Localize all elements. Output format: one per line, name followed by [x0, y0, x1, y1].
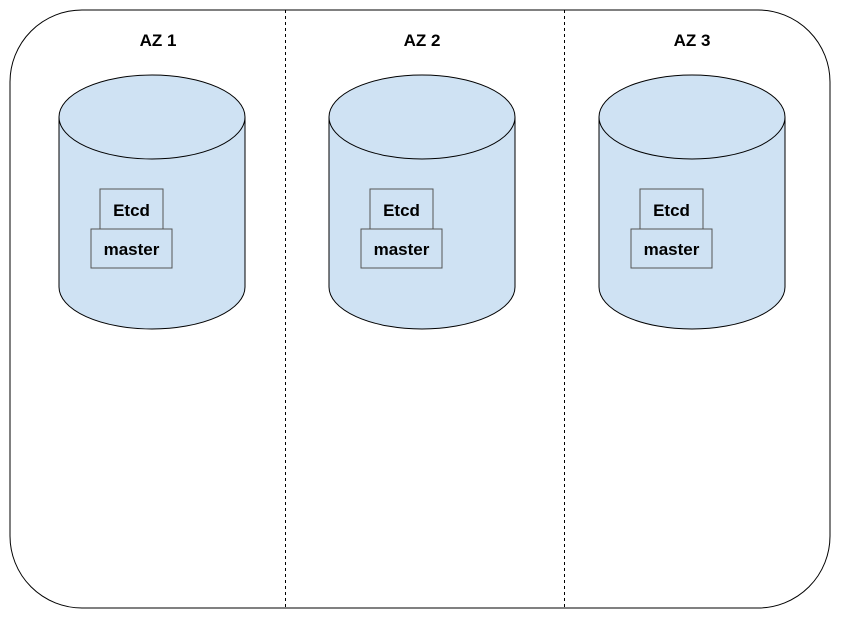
cylinder — [598, 74, 786, 330]
master-label: master — [104, 240, 160, 259]
master-label: master — [644, 240, 700, 259]
master-box: master — [630, 228, 713, 269]
master-label: master — [374, 240, 430, 259]
zone-title: AZ 3 — [674, 31, 711, 50]
zone-title: AZ 1 — [140, 31, 177, 50]
master-box: master — [90, 228, 173, 269]
etcd-box: Etcd — [99, 188, 164, 231]
etcd-box: Etcd — [639, 188, 704, 231]
zone-az1: AZ 1 Etcd master — [58, 31, 246, 330]
etcd-label: Etcd — [113, 201, 150, 220]
etcd-label: Etcd — [653, 201, 690, 220]
etcd-box: Etcd — [369, 188, 434, 231]
zone-az3: AZ 3 Etcd master — [598, 31, 786, 330]
zone-az2: AZ 2 Etcd master — [328, 31, 516, 330]
zone-title: AZ 2 — [404, 31, 441, 50]
etcd-label: Etcd — [383, 201, 420, 220]
master-box: master — [360, 228, 443, 269]
